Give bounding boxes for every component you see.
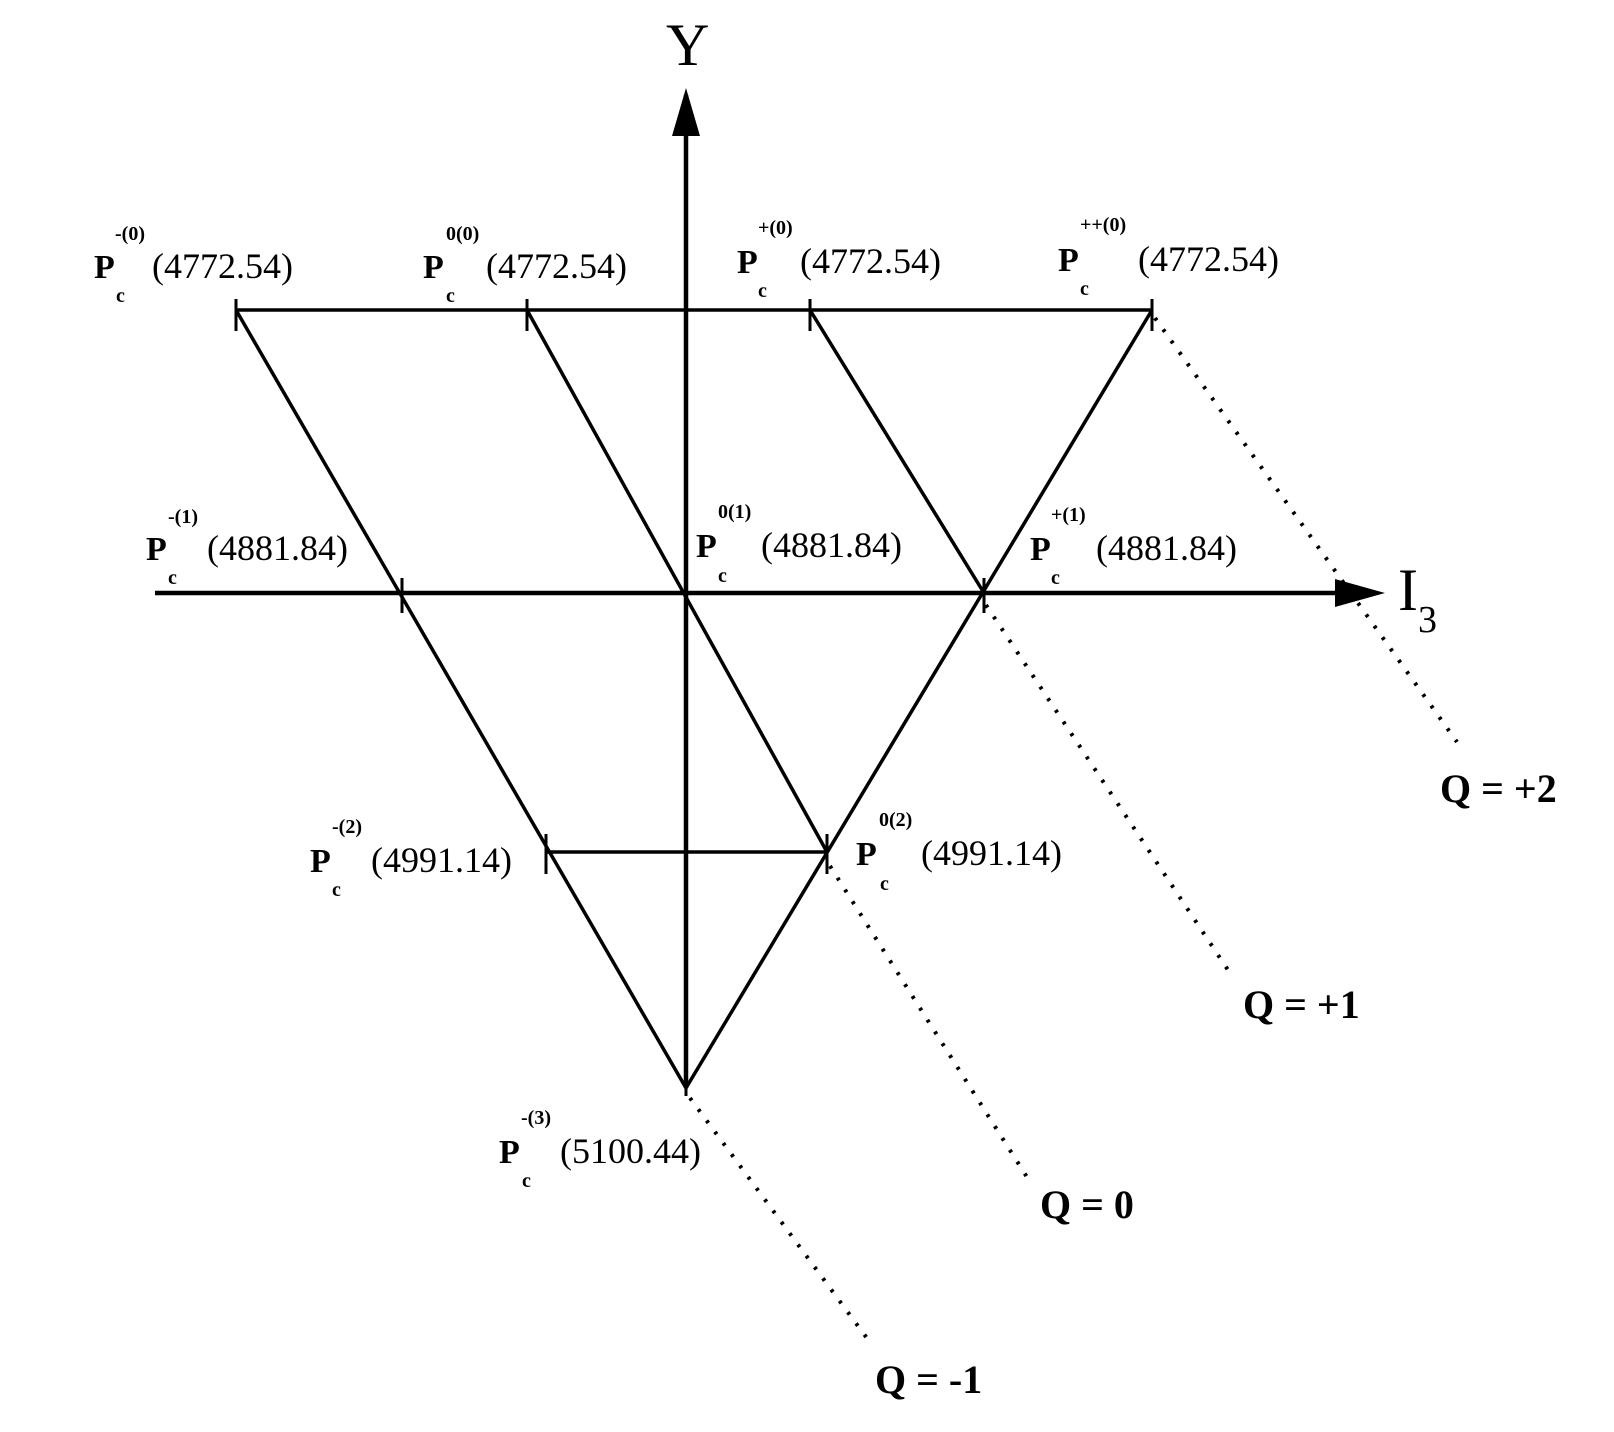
svg-text:(4881.84): (4881.84) <box>1096 528 1237 568</box>
svg-text:P: P <box>696 528 717 565</box>
svg-text:0(1): 0(1) <box>718 501 751 523</box>
svg-text:P: P <box>1030 531 1051 568</box>
svg-text:(4991.14): (4991.14) <box>371 840 512 880</box>
i3-axis-label: I3 <box>1398 557 1437 641</box>
svg-text:++(0): ++(0) <box>1080 214 1126 236</box>
svg-text:c: c <box>332 879 341 901</box>
y-axis-label: Y <box>666 12 709 78</box>
svg-text:c: c <box>1080 278 1089 300</box>
svg-text:c: c <box>446 285 455 307</box>
q-plus-1-line <box>984 603 1230 972</box>
i3-axis-arrowhead <box>1335 579 1385 607</box>
svg-text:P: P <box>856 836 877 873</box>
edge-left-outer <box>234 309 688 1089</box>
svg-text:-(1): -(1) <box>168 506 198 528</box>
svg-text:(4881.84): (4881.84) <box>761 525 902 565</box>
svg-text:P: P <box>737 244 758 281</box>
svg-text:P: P <box>1058 242 1079 279</box>
state-label-pc-plusplus-0: P ++(0) c (4772.54) <box>1058 214 1279 300</box>
svg-text:c: c <box>880 873 889 895</box>
svg-text:-(2): -(2) <box>332 816 362 838</box>
svg-text:P: P <box>310 843 331 880</box>
q-minus-1-line <box>688 1096 874 1347</box>
state-label-pc-minus-1: P -(1) c (4881.84) <box>146 506 348 589</box>
svg-text:-(0): -(0) <box>115 223 145 245</box>
edge-right-outer <box>684 309 1154 1089</box>
edge-plus-0-to-plus-1 <box>808 309 986 594</box>
state-label-pc-zero-2: P 0(2) c (4991.14) <box>856 809 1062 895</box>
svg-text:c: c <box>758 280 767 302</box>
state-label-pc-plus-0: P +(0) c (4772.54) <box>737 217 941 302</box>
svg-text:P: P <box>146 531 167 568</box>
state-label-pc-minus-2: P -(2) c (4991.14) <box>310 816 512 901</box>
svg-text:c: c <box>116 285 125 307</box>
state-label-pc-plus-1: P +(1) c (4881.84) <box>1030 504 1237 589</box>
q-zero-label: Q = 0 <box>1040 1182 1134 1227</box>
state-label-pc-minus-0: P -(0) c (4772.54) <box>94 223 293 307</box>
svg-text:0(2): 0(2) <box>879 809 912 831</box>
svg-text:c: c <box>522 1170 531 1192</box>
svg-text:(4772.54): (4772.54) <box>800 241 941 281</box>
state-label-pc-zero-1: P 0(1) c (4881.84) <box>696 501 902 587</box>
svg-text:(4991.14): (4991.14) <box>921 833 1062 873</box>
svg-text:c: c <box>168 567 177 589</box>
y-axis-arrowhead <box>672 88 700 136</box>
svg-text:(4881.84): (4881.84) <box>207 528 348 568</box>
svg-text:(5100.44): (5100.44) <box>560 1131 701 1171</box>
svg-text:(4772.54): (4772.54) <box>1138 239 1279 279</box>
svg-text:0(0): 0(0) <box>446 223 479 245</box>
q-minus-1-label: Q = -1 <box>875 1357 982 1402</box>
svg-text:-(3): -(3) <box>521 1107 551 1129</box>
svg-text:P: P <box>94 249 115 286</box>
q-plus-2-line <box>1153 316 1459 744</box>
svg-text:c: c <box>718 565 727 587</box>
svg-text:(4772.54): (4772.54) <box>152 246 293 286</box>
svg-text:+(1): +(1) <box>1051 504 1086 526</box>
q-plus-1-label: Q = +1 <box>1243 982 1360 1027</box>
state-label-pc-minus-3: P -(3) c (5100.44) <box>499 1107 701 1192</box>
vertex-ticks <box>234 299 1154 1096</box>
svg-text:(4772.54): (4772.54) <box>486 246 627 286</box>
state-label-pc-zero-0: P 0(0) c (4772.54) <box>423 223 627 307</box>
svg-text:+(0): +(0) <box>758 217 793 239</box>
svg-text:P: P <box>423 249 444 286</box>
q-zero-line <box>828 864 1034 1187</box>
edge-zero-0-to-zero-2 <box>525 309 829 853</box>
q-plus-2-label: Q = +2 <box>1440 766 1557 811</box>
svg-text:P: P <box>499 1134 520 1171</box>
svg-text:c: c <box>1051 567 1060 589</box>
